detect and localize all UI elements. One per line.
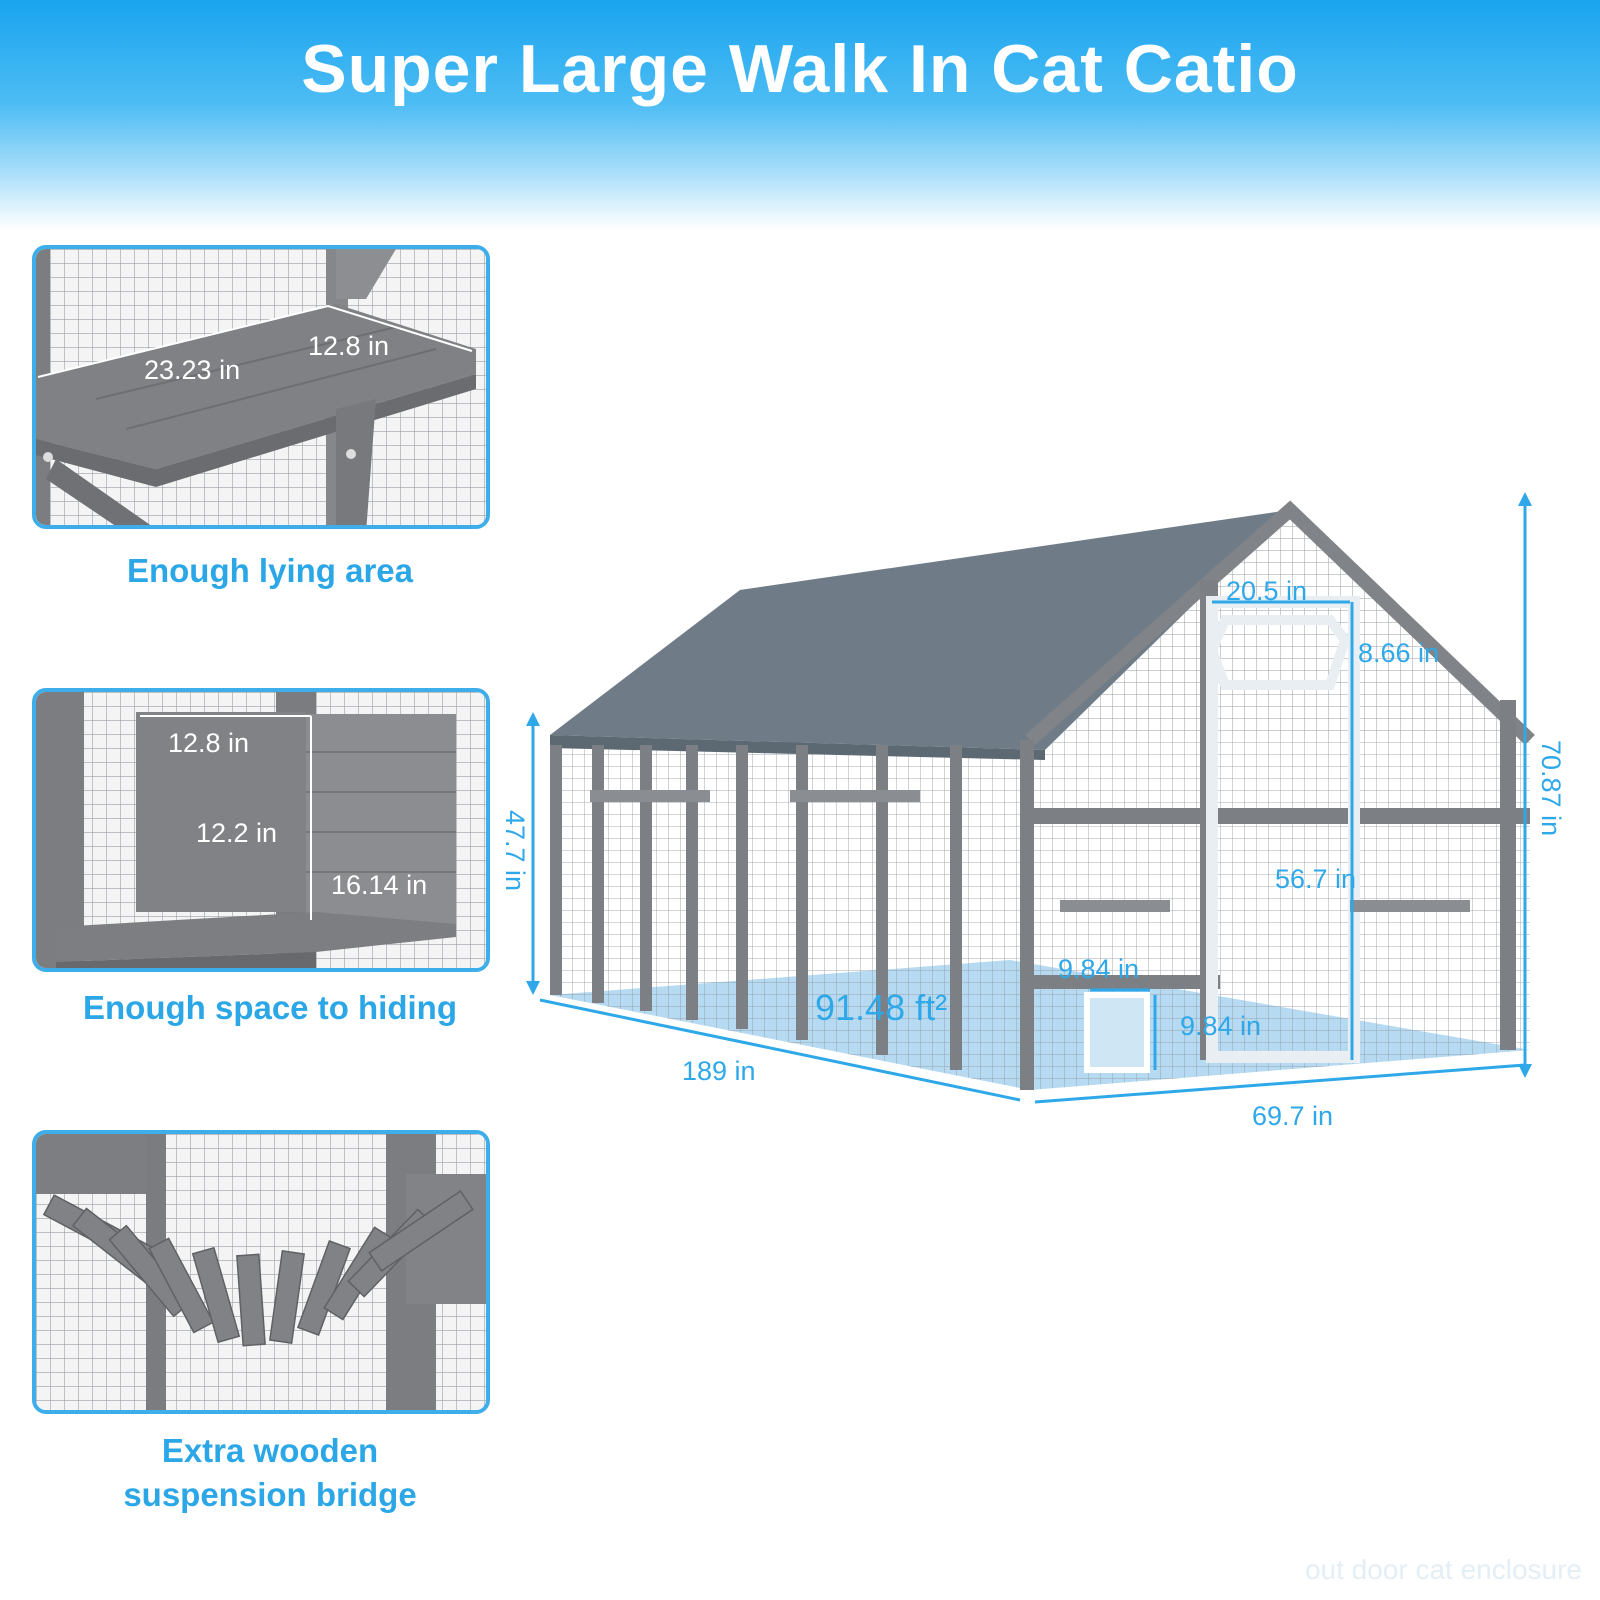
bridge-caption-line1: Extra wooden <box>161 1432 379 1469</box>
box-height-label: 12.2 in <box>196 818 277 848</box>
small-door-height-label: 9.84 in <box>1180 1011 1261 1041</box>
shelf-length-label: 23.23 in <box>144 355 240 385</box>
door-width-label: 20.5 in <box>1226 576 1307 606</box>
length-label: 189 in <box>682 1056 756 1086</box>
small-door-width-label: 9.84 in <box>1058 954 1139 984</box>
hiding-space-panel: 12.8 in 12.2 in 16.14 in <box>32 688 490 972</box>
lying-area-panel: 23.23 in 12.8 in <box>32 245 490 529</box>
total-height-label: 70.87 in <box>1536 740 1566 836</box>
catio-illustration: 20.5 in 8.66 in 56.7 in 9.84 in 9.84 in … <box>500 492 1566 1131</box>
door-top-label: 8.66 in <box>1358 638 1439 668</box>
floor-area-label: 91.48 ft² <box>815 987 947 1028</box>
small-cat-door <box>1084 992 1150 1073</box>
shelf-illustration: 23.23 in 12.8 in <box>36 249 486 525</box>
bridge-caption-line2: suspension bridge <box>123 1476 417 1513</box>
box-depth-label: 16.14 in <box>331 870 427 900</box>
watermark: out door cat enclosure <box>1304 1554 1582 1585</box>
header-band <box>0 0 1600 230</box>
hiding-space-caption: Enough space to hiding <box>83 989 457 1026</box>
roof <box>550 510 1290 750</box>
hiding-box-illustration: 12.8 in 12.2 in 16.14 in <box>36 692 486 968</box>
bridge-illustration <box>36 1134 486 1410</box>
lying-area-caption: Enough lying area <box>126 552 414 589</box>
door-height-label: 56.7 in <box>1275 864 1356 894</box>
shelf-depth-label: 12.8 in <box>308 331 389 361</box>
bridge-panel <box>32 1130 490 1414</box>
width-label: 69.7 in <box>1252 1101 1333 1131</box>
page-title: Super Large Walk In Cat Catio <box>301 31 1299 107</box>
side-height-label: 47.7 in <box>500 810 530 891</box>
box-width-label: 12.8 in <box>168 728 249 758</box>
